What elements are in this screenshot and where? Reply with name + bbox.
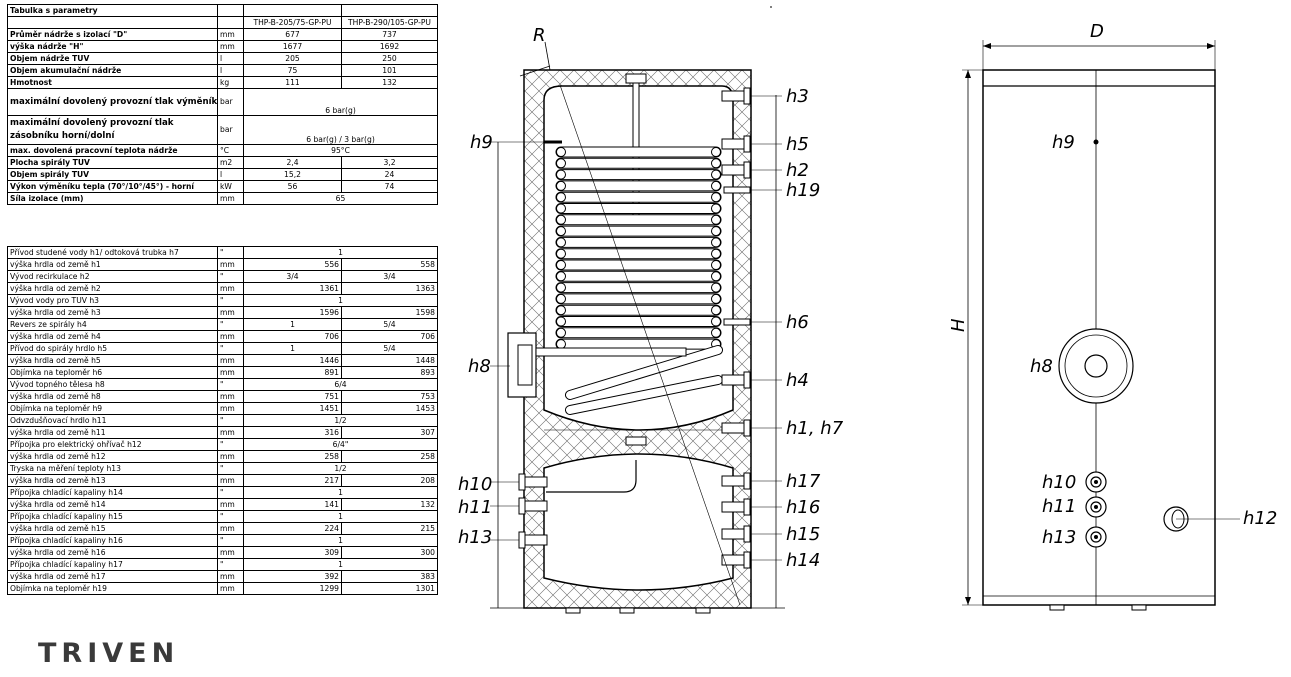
- port-left: [490, 473, 548, 491]
- label-h11-front: h11: [1042, 496, 1076, 517]
- coil-turn: [555, 304, 722, 316]
- label-h8: h8: [468, 356, 491, 377]
- port-h17: [721, 472, 782, 490]
- coil-turn: [555, 316, 722, 327]
- label-h13-front: h13: [1042, 527, 1076, 548]
- label-h15: h15: [786, 524, 820, 545]
- connection-ports: [721, 87, 782, 569]
- coil-turn: [555, 236, 722, 248]
- label-h11: h11: [458, 497, 492, 518]
- table-row: maximální dovolený provozní tlak zásobní…: [7, 115, 438, 145]
- port-h19: [723, 186, 782, 194]
- port-h1h7: [721, 419, 782, 437]
- label-D: D: [1090, 21, 1104, 42]
- coil-turn: [555, 146, 722, 158]
- coil-turn: [565, 375, 723, 415]
- connection-ports: [1085, 471, 1107, 548]
- label-h17: h17: [786, 471, 821, 492]
- port-h6: [723, 318, 782, 326]
- coil-turn: [555, 248, 722, 260]
- port-front: [1085, 471, 1107, 493]
- coil-turn: [555, 180, 722, 192]
- label-h4: h4: [786, 370, 809, 391]
- coil-turn: [555, 282, 722, 294]
- label-h2: h2: [786, 160, 809, 181]
- port-h5: [721, 135, 782, 153]
- label-h10: h10: [458, 474, 492, 495]
- connections-table: Přívod studené vody h1/ odtoková trubka …: [7, 246, 438, 595]
- port-front: [1085, 526, 1107, 548]
- lower-vessel: [543, 453, 734, 591]
- port-h14: [721, 551, 782, 569]
- coil-turn: [555, 191, 722, 203]
- coil-turn: [555, 270, 722, 282]
- port-front: [1085, 496, 1107, 518]
- label-h9: h9: [470, 132, 493, 153]
- coil-turn: [565, 345, 723, 400]
- coil-turn: [555, 225, 722, 237]
- label-h3: h3: [786, 86, 809, 107]
- heat-exchanger-coil: [544, 140, 723, 415]
- table-body: Přívod studené vody h1/ odtoková trubka …: [7, 246, 438, 595]
- coil-turn: [555, 203, 722, 214]
- triven-logo: TRIVEN: [38, 638, 180, 669]
- label-h19: h19: [786, 180, 820, 201]
- coil-turn: [555, 327, 722, 339]
- label-h13: h13: [458, 527, 492, 548]
- port-left: [490, 497, 548, 515]
- table-row: Odvzdušňovací hrdlo h11"1/2: [7, 414, 438, 427]
- coil-turn: [555, 259, 722, 271]
- label-h8-front: h8: [1030, 356, 1053, 377]
- port-left: [490, 531, 548, 549]
- label-h14: h14: [786, 550, 820, 571]
- heating-element: [535, 347, 687, 357]
- label-h9-front: h9: [1052, 132, 1075, 153]
- coil-turn: [555, 157, 722, 169]
- tank-front-view: D H h9 h8 h10 h11 h13 h12: [948, 21, 1277, 611]
- coil-turn: [555, 293, 722, 305]
- label-h1h7: h1, h7: [786, 418, 844, 439]
- parameter-table: Tabulka s parametry THP-B-205/75-GP-PU T…: [7, 4, 438, 205]
- label-R: R: [533, 25, 546, 46]
- label-h10-front: h10: [1042, 472, 1076, 493]
- port-h15: [721, 525, 782, 543]
- thermometer-port-h9: [1093, 139, 1099, 145]
- port-h4: [721, 371, 782, 389]
- connection-ports: [490, 473, 548, 549]
- port-h16: [721, 498, 782, 516]
- table-row: max. dovolená pracovní teplota nádrže °C…: [7, 144, 438, 157]
- table-row: Vývod topného tělesa h8"6/4: [7, 378, 438, 391]
- table-row: maximální dovolený provozní tlak výměník…: [7, 88, 438, 116]
- table-row: Výkon výměníku tepla (70°/10°/45°) - hor…: [7, 180, 438, 193]
- coil-turn: [555, 169, 722, 181]
- table-row: Síla izolace (mm) mm 65: [7, 192, 438, 205]
- table-row: Přípojka chladící kapaliny h17"1: [7, 558, 438, 571]
- label-h5: h5: [786, 134, 809, 155]
- port-h3: [721, 87, 782, 105]
- label-h12-front: h12: [1243, 508, 1277, 529]
- label-H: H: [948, 318, 969, 332]
- port-h2: [721, 161, 782, 179]
- label-h16: h16: [786, 497, 820, 518]
- coil-turn: [555, 214, 722, 226]
- label-h6: h6: [786, 312, 809, 333]
